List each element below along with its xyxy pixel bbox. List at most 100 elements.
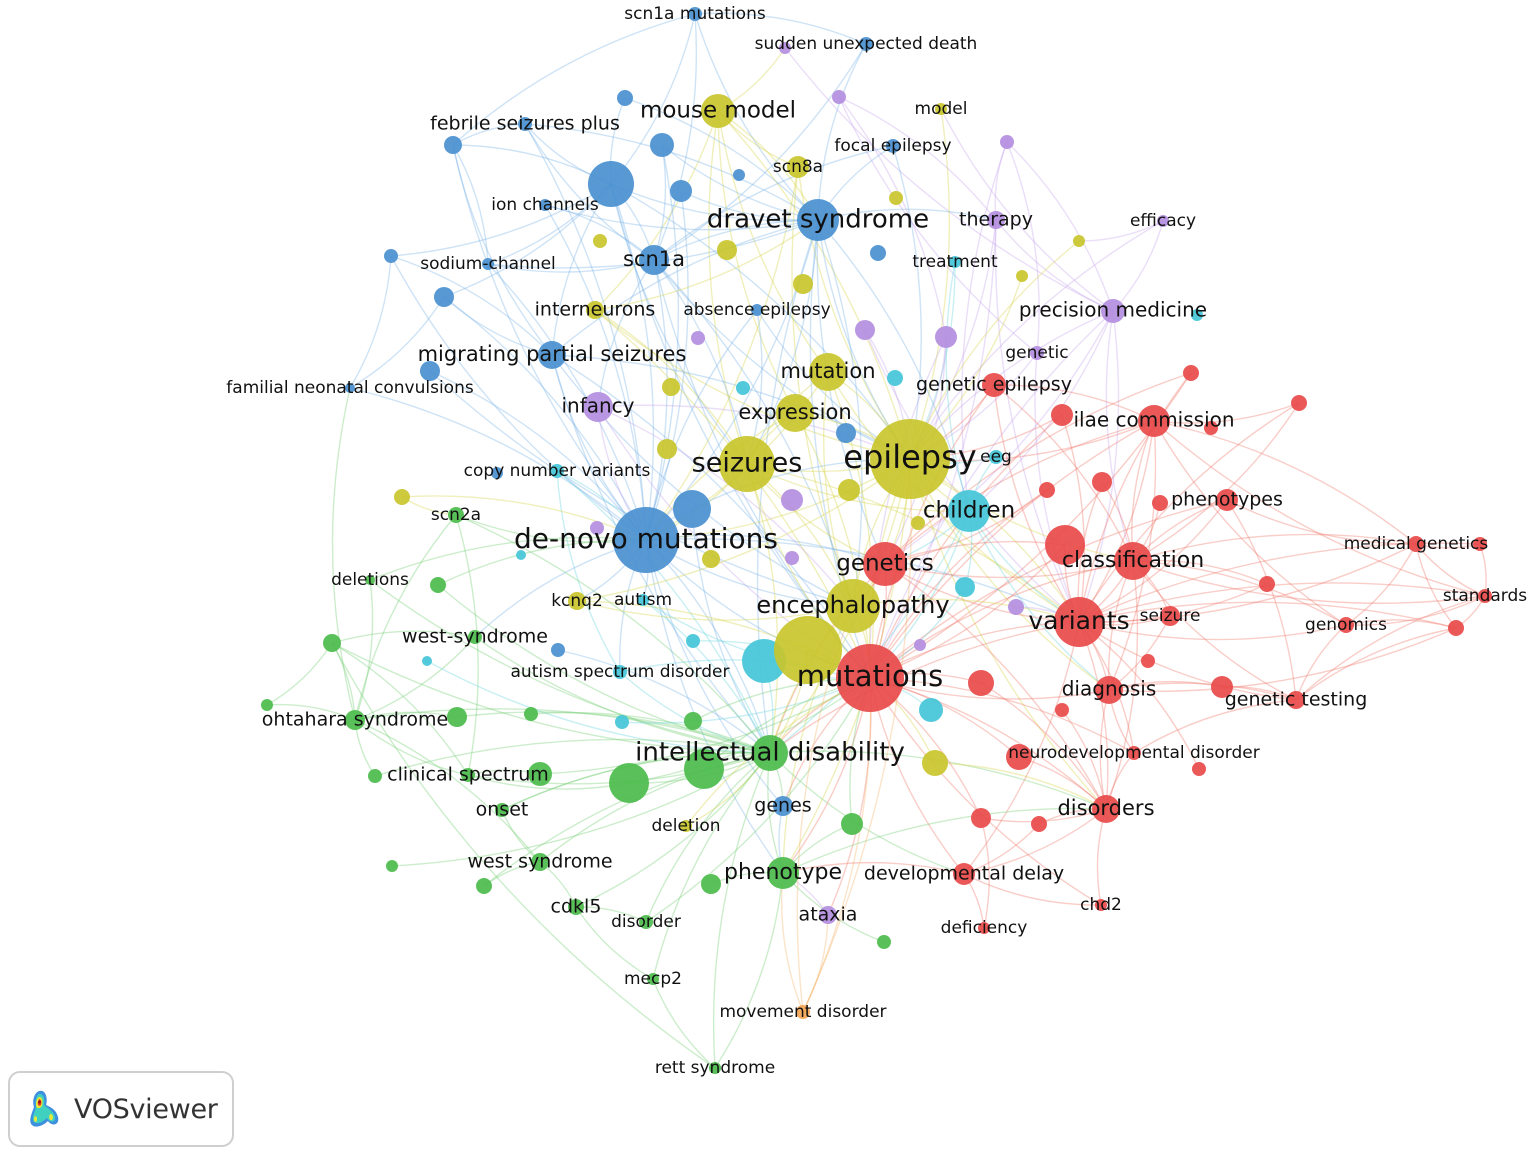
node-diagnosis[interactable]	[1095, 676, 1123, 704]
node-scn1a[interactable]	[639, 245, 669, 275]
node-y-id[interactable]	[922, 750, 948, 776]
label-deletion[interactable]: deletion	[652, 816, 721, 836]
node-classification[interactable]	[1114, 542, 1152, 580]
label-kcnq2[interactable]: kcnq2	[551, 591, 603, 611]
label-west-syndrome[interactable]: west syndrome	[467, 851, 612, 873]
node-medical-genetics[interactable]	[1408, 536, 1424, 552]
node-genetic[interactable]	[1030, 346, 1044, 360]
node-y-sm2[interactable]	[1073, 235, 1085, 247]
node-p-dn2[interactable]	[785, 551, 799, 565]
node-g-oh[interactable]	[447, 707, 467, 727]
node-b-ws[interactable]	[551, 643, 565, 657]
label-mutation[interactable]: mutation	[780, 359, 875, 383]
node-y-sm4[interactable]	[1016, 270, 1028, 282]
node-febrile-seizures-plus[interactable]	[518, 117, 532, 131]
label-genetic-epilepsy[interactable]: genetic epilepsy	[916, 374, 1072, 396]
node-genetic-epilepsy[interactable]	[982, 373, 1006, 397]
node-interneurons[interactable]	[586, 301, 604, 319]
label-autism[interactable]: autism	[614, 590, 672, 610]
node-seizure[interactable]	[1160, 606, 1180, 626]
label-classification[interactable]: classification	[1062, 548, 1204, 573]
node-eeg[interactable]	[989, 450, 1003, 464]
label-mecp2[interactable]: mecp2	[624, 969, 682, 989]
node-c-mid[interactable]	[686, 634, 700, 648]
label-autism-spectrum-disorder[interactable]: autism spectrum disorder	[511, 662, 730, 682]
node-g-cs2[interactable]	[368, 769, 382, 783]
label-sodium-channel[interactable]: sodium-channel	[420, 254, 556, 274]
label-sudden-unexpected-death[interactable]: sudden unexpected death	[755, 34, 978, 54]
node-sudden-unexpected-death[interactable]	[859, 37, 873, 51]
node-p-right1[interactable]	[1000, 135, 1014, 149]
node-c-sm4[interactable]	[919, 698, 943, 722]
node-y-sm1[interactable]	[889, 191, 903, 205]
node-y-sm7[interactable]	[394, 489, 410, 505]
node-r-sm2[interactable]	[1291, 395, 1307, 411]
node-p-sm3[interactable]	[1008, 599, 1024, 615]
node-c-sm2[interactable]	[736, 381, 750, 395]
label-medical-genetics[interactable]: medical genetics	[1344, 534, 1489, 554]
node-r-sm1[interactable]	[1183, 365, 1199, 381]
node-familial-neonatal-convulsions[interactable]	[345, 383, 355, 393]
node-y-dn[interactable]	[702, 550, 720, 568]
node-y-sm3[interactable]	[593, 234, 607, 248]
node-g-sm3[interactable]	[841, 813, 863, 835]
node-r-sm6[interactable]	[1141, 654, 1155, 668]
label-children[interactable]: children	[923, 498, 1015, 524]
node-scn2a[interactable]	[448, 507, 464, 523]
node-c-sm5[interactable]	[615, 715, 629, 729]
label-epilepsy[interactable]: epilepsy	[843, 438, 976, 476]
node-b-small1[interactable]	[617, 90, 633, 106]
label-ilae-commission[interactable]: ilae commission	[1073, 408, 1234, 432]
label-chd2[interactable]: chd2	[1080, 895, 1122, 915]
label-scn1a-mutations[interactable]: scn1a mutations	[624, 4, 766, 24]
node-y-big-mut[interactable]	[774, 616, 842, 684]
label-absence-epilepsy[interactable]: absence epilepsy	[683, 300, 830, 320]
node-focal-epilepsy[interactable]	[886, 139, 900, 153]
label-mouse-model[interactable]: mouse model	[640, 98, 796, 124]
node-genetic-testing[interactable]	[1287, 691, 1305, 709]
node-r-cl[interactable]	[1045, 525, 1085, 565]
node-ataxia[interactable]	[819, 906, 837, 924]
node-p-sm2[interactable]	[781, 489, 803, 511]
label-therapy[interactable]: therapy	[959, 209, 1033, 231]
node-mutation[interactable]	[809, 353, 847, 391]
node-efficacy[interactable]	[1157, 215, 1169, 227]
node-west-syndrome-hyphen[interactable]	[468, 630, 482, 644]
node-seizures[interactable]	[719, 436, 775, 492]
label-dravet-syndrome[interactable]: dravet syndrome	[707, 205, 929, 235]
label-genetic[interactable]: genetic	[1005, 343, 1068, 363]
label-ataxia[interactable]: ataxia	[799, 904, 858, 926]
node-r-il1[interactable]	[1051, 404, 1073, 426]
node-b-mid1[interactable]	[650, 133, 674, 157]
label-intellectual-disability[interactable]: intellectual disability	[635, 738, 905, 768]
node-r-sm5[interactable]	[1259, 576, 1275, 592]
node-c-sm1[interactable]	[887, 370, 903, 386]
node-g-sm6[interactable]	[877, 935, 891, 949]
label-deficiency[interactable]: deficiency	[941, 918, 1028, 938]
node-onset[interactable]	[495, 803, 509, 817]
node-g-id1[interactable]	[684, 749, 724, 789]
label-cdkl5[interactable]: cdkl5	[551, 896, 602, 918]
node-r-ds1[interactable]	[971, 808, 991, 828]
network-nodes[interactable]	[261, 7, 1492, 1074]
node-g-sm2[interactable]	[684, 712, 702, 730]
node-genes[interactable]	[773, 796, 793, 816]
node-absence-epilepsy[interactable]	[751, 304, 763, 316]
node-children[interactable]	[948, 490, 990, 532]
node-r-nd[interactable]	[1006, 744, 1032, 770]
node-disorder[interactable]	[639, 915, 653, 929]
node-dravet-syndrome[interactable]	[797, 199, 839, 241]
node-neurodevelopmental-disorder[interactable]	[1127, 746, 1141, 760]
node-autism[interactable]	[637, 594, 649, 606]
label-de-novo-mutations[interactable]: de-novo mutations	[514, 522, 778, 555]
node-precision-medicine[interactable]	[1101, 299, 1125, 323]
node-b-left2[interactable]	[434, 287, 454, 307]
node-c-dn[interactable]	[516, 550, 526, 560]
node-therapy[interactable]	[987, 211, 1005, 229]
node-ohtahara-syndrome[interactable]	[345, 710, 365, 730]
label-migrating-partial-seizures[interactable]: migrating partial seizures	[418, 342, 687, 366]
node-b-far-left[interactable]	[384, 249, 398, 263]
node-g-del[interactable]	[430, 577, 446, 593]
label-precision-medicine[interactable]: precision medicine	[1019, 298, 1207, 322]
label-diagnosis[interactable]: diagnosis	[1062, 677, 1157, 701]
